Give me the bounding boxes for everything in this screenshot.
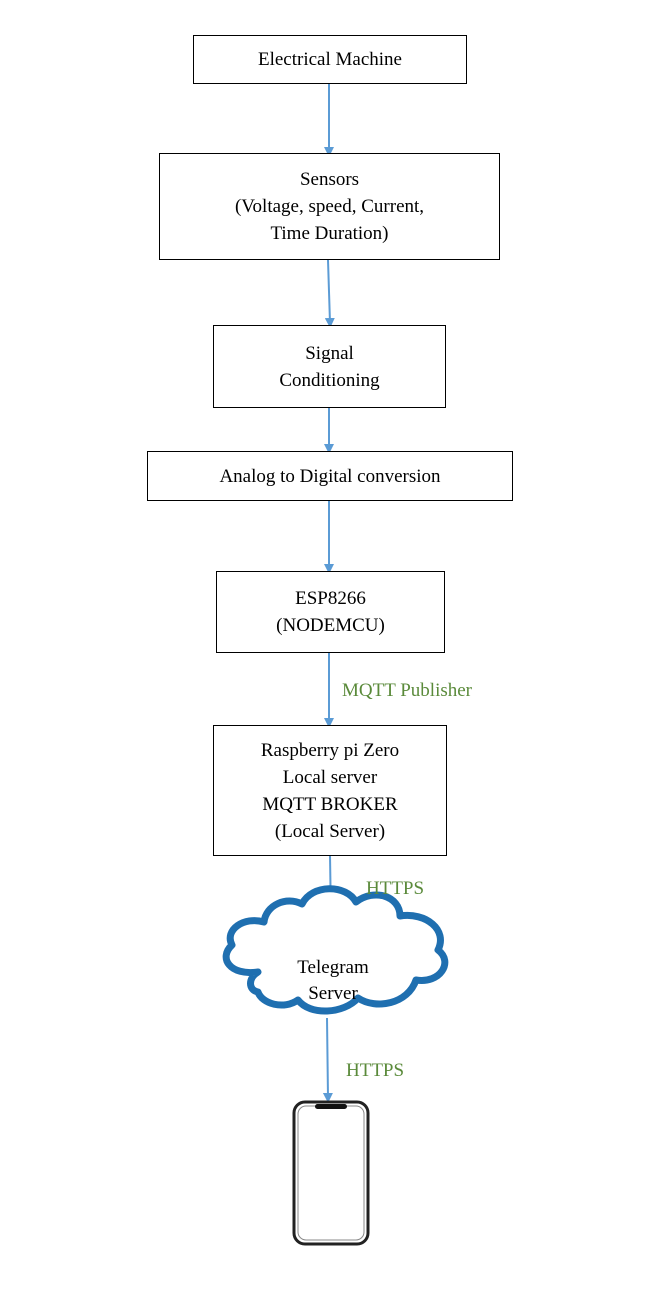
adc-label: Analog to Digital conversion [219,465,441,487]
raspberry-pi-label-line-4: (Local Server) [274,820,386,842]
raspberry-pi-label-line-3: MQTT BROKER [262,793,398,815]
arrow-telegram-to-phone [322,1017,333,1103]
electrical-machine-label: Electrical Machine [257,49,402,70]
adc-box: Analog to Digital conversion [147,451,513,501]
sensors-label-line-2: (Voltage, speed, Current, [234,196,425,217]
raspberry-pi-label-line-1: Raspberry pi Zero [260,739,400,761]
sensors-label-line-3: Time Duration) [270,223,389,244]
raspberry-pi-box: Raspberry pi Zero Local server MQTT BROK… [213,725,447,856]
signal-conditioning-label-line-1: Signal [305,342,354,364]
signal-conditioning-box: Signal Conditioning [213,325,446,408]
mqtt-publisher-label: MQTT Publisher [342,680,473,701]
esp8266-box: ESP8266 (NODEMCU) [216,571,445,653]
telegram-server-label: Telegram Server [270,955,396,1007]
https-label-raspberry-to-telegram: HTTPS [366,878,425,899]
sensors-box: Sensors (Voltage, speed, Current, Time D… [159,153,500,260]
esp8266-label-line-1: ESP8266 [295,588,366,609]
telegram-server-label-line-2: Server [308,983,358,1004]
signal-conditioning-label-line-2: Conditioning [279,369,380,391]
sensors-label-line-1: Sensors [299,169,360,190]
raspberry-pi-label-line-2: Local server [282,766,378,788]
electrical-machine-box: Electrical Machine [193,35,467,84]
https-label-telegram-to-phone: HTTPS [346,1060,405,1081]
telegram-server-label-line-1: Telegram [297,957,369,978]
arrow-sensors-to-conditioning [324,259,335,328]
smartphone-icon [292,1100,370,1246]
cloud-icon [222,885,449,1015]
esp8266-label-line-2: (NODEMCU) [276,615,385,636]
